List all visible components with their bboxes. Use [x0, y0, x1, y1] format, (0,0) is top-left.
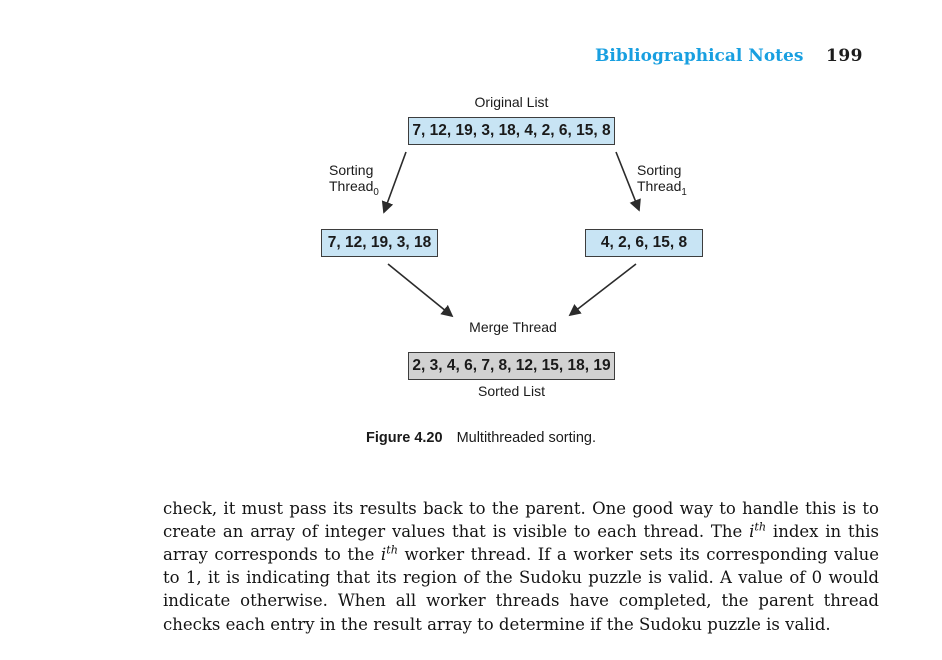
sorting-thread-1-line1: Sorting — [637, 162, 682, 178]
figure-caption: Figure 4.20 Multithreaded sorting. — [366, 430, 596, 446]
page-number: 199 — [826, 46, 863, 66]
body-text-part2: index in this array corresponds to the — [163, 521, 879, 564]
left-sublist-box: 7, 12, 19, 3, 18 — [321, 229, 438, 257]
sorting-thread-0-line2: Thread — [329, 178, 374, 194]
sorting-thread-0-subscript: 0 — [373, 186, 379, 198]
figure-caption-number: Figure 4.20 — [366, 430, 443, 446]
arrow-original-to-right-sublist — [615, 151, 641, 212]
arrow-left-sublist-to-merge — [387, 263, 454, 318]
body-var-i-1: i — [749, 521, 755, 541]
body-text-part1: check, it must pass its results back to … — [163, 498, 879, 541]
body-var-i-2: i — [380, 544, 387, 564]
sorting-thread-0-line1: Sorting — [329, 162, 374, 178]
body-text-part3: worker thread. If a worker sets its corr… — [163, 544, 880, 634]
body-paragraph: check, it must pass its results back to … — [163, 497, 879, 636]
sorted-list-box: 2, 3, 4, 6, 7, 8, 12, 15, 18, 19 — [408, 352, 615, 380]
sorting-thread-1-label: Sorting Thread1 — [637, 162, 687, 201]
right-sublist-box: 4, 2, 6, 15, 8 — [585, 229, 703, 257]
sorted-list-label: Sorted List — [478, 383, 545, 399]
original-list-label: Original List — [474, 94, 549, 110]
arrow-original-to-left-sublist — [381, 151, 407, 214]
body-sup-th-1: th — [754, 520, 767, 534]
figure-caption-text: Multithreaded sorting. — [456, 430, 596, 446]
merge-thread-label: Merge Thread — [469, 319, 557, 335]
arrow-right-sublist-to-merge — [568, 263, 637, 317]
page-header: Bibliographical Notes 199 — [595, 46, 863, 66]
section-title: Bibliographical Notes — [595, 46, 804, 66]
sorting-thread-1-subscript: 1 — [681, 186, 687, 198]
sorting-thread-0-label: Sorting Thread0 — [329, 162, 379, 201]
body-sup-th-2: th — [386, 543, 398, 557]
original-list-box: 7, 12, 19, 3, 18, 4, 2, 6, 15, 8 — [408, 117, 615, 145]
sorting-thread-1-line2: Thread — [637, 178, 682, 194]
